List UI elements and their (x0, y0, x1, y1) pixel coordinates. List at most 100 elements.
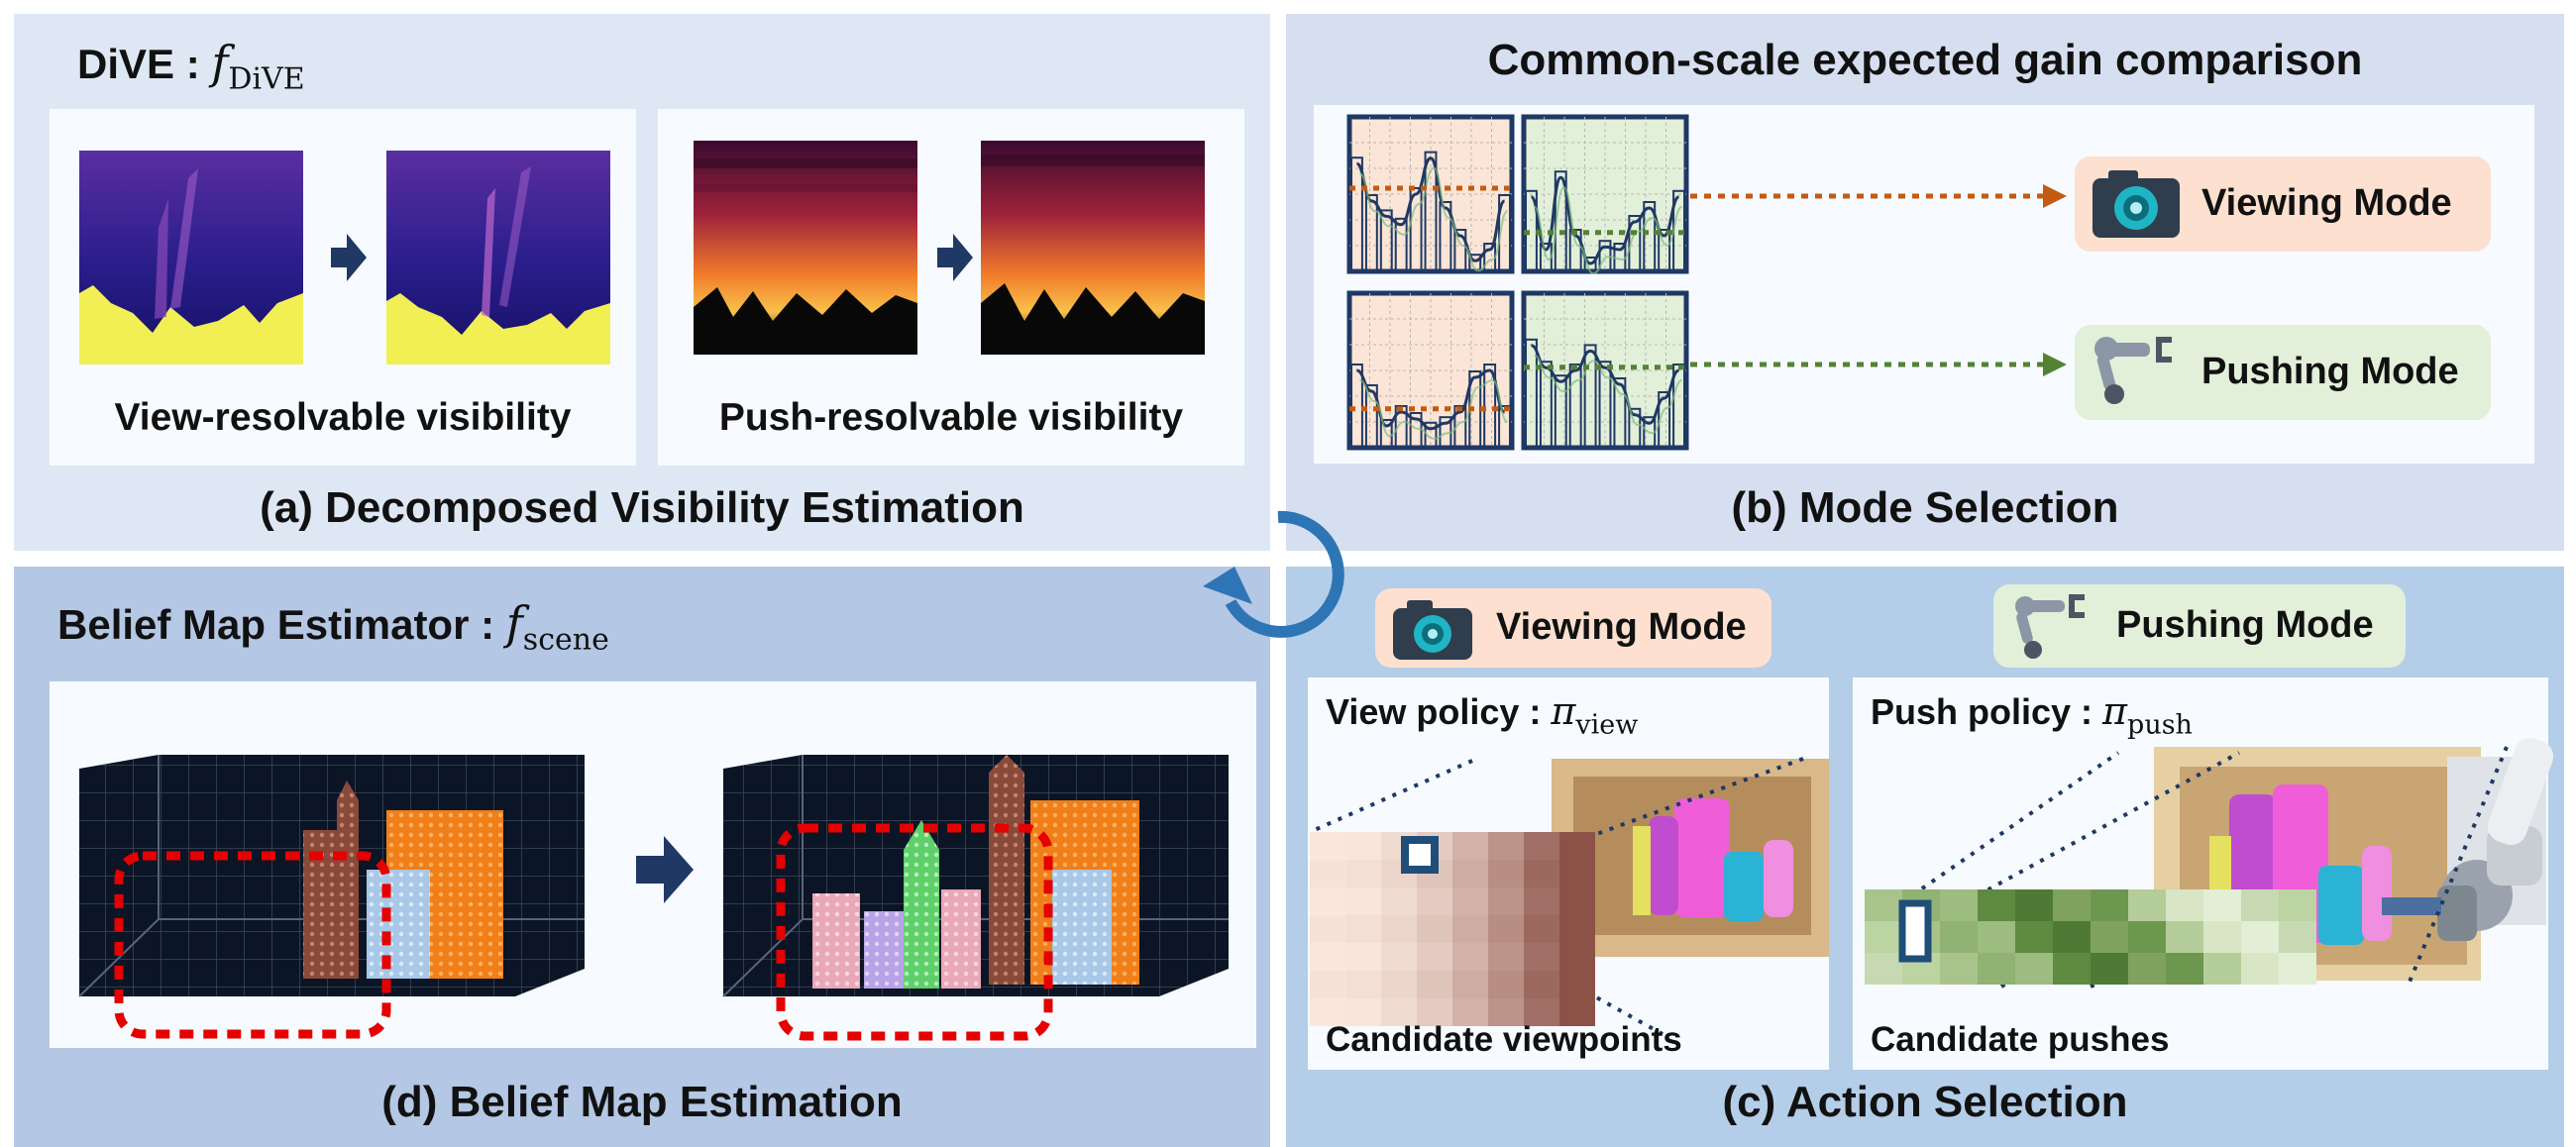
push-cell (2279, 921, 2316, 953)
view-resolvable-label: View-resolvable visibility (114, 396, 572, 439)
push-cell (2279, 889, 2316, 921)
viewpoint-cell (1381, 915, 1417, 943)
pushing-mode-pill: Pushing Mode (1993, 584, 2406, 668)
belief-scene-before (78, 755, 585, 1039)
gain-bar (1379, 209, 1393, 272)
push-cell (2015, 921, 2053, 953)
viewpoint-cell (1452, 832, 1488, 860)
viewpoint-cell (1345, 943, 1381, 971)
viewpoint-cell (1310, 943, 1345, 971)
push-policy-card: Push policy : πpush Candidate pushes (1853, 678, 2554, 1070)
push-cell (2015, 889, 2053, 921)
push-cell (1978, 889, 2015, 921)
viewpoint-cell (1381, 971, 1417, 998)
arrow-right-icon (937, 234, 973, 281)
viewpoint-cell (1559, 915, 1595, 943)
viewpoint-cell (1559, 860, 1595, 887)
viewpoint-cell (1524, 887, 1559, 915)
viewpoint-cell (1559, 971, 1595, 998)
gain-bar (1628, 215, 1642, 272)
viewpoint-cell (1559, 998, 1595, 1026)
viewpoint-cell (1488, 971, 1524, 998)
gain-chart-1 (1346, 114, 1515, 274)
viewpoint-cell (1381, 887, 1417, 915)
viewpoint-cell (1559, 832, 1595, 860)
viewpoint-cell (1452, 998, 1488, 1026)
caption-d: (d) Belief Map Estimation (381, 1078, 903, 1126)
push-cell (2166, 953, 2203, 985)
viewpoint-cell (1524, 998, 1559, 1026)
gain-bar (1439, 201, 1452, 272)
gain-bar (1568, 229, 1582, 272)
push-cell (2241, 953, 2279, 985)
viewpoint-cell (1345, 860, 1381, 887)
gain-bar (1498, 194, 1512, 272)
belief-map-card (50, 681, 1256, 1048)
push-candidate-grid (1865, 889, 2316, 985)
arrow-right-icon (331, 234, 367, 281)
view-heatmap-after (386, 151, 610, 365)
viewpoint-cell (1345, 887, 1381, 915)
viewpoint-cell (1381, 998, 1417, 1026)
dive-title: DiVE : fDiVE (77, 36, 305, 97)
gain-bar (1568, 364, 1582, 449)
pushing-mode-label: Pushing Mode (2201, 351, 2459, 392)
caption-b: (b) Mode Selection (1731, 483, 2119, 532)
push-cell (2241, 889, 2279, 921)
viewing-mode-pill: Viewing Mode (1375, 588, 1771, 668)
pushing-mode-badge: Pushing Mode (2075, 325, 2491, 420)
gain-comparison-card: Viewing Mode Pushing Mode (1314, 105, 2534, 464)
push-cell (2128, 953, 2166, 985)
gain-bar (1643, 201, 1657, 272)
push-cell (2279, 953, 2316, 985)
viewpoint-cell (1488, 915, 1524, 943)
panel-mode-selection: Common-scale expected gain comparison Vi… (1286, 14, 2564, 551)
gain-bar (1379, 419, 1393, 449)
push-cell (1978, 953, 2015, 985)
panel-decomposed-visibility: DiVE : fDiVE (14, 14, 1270, 551)
cycle-arrow-icon (1203, 510, 1344, 638)
caption-c: (c) Action Selection (1722, 1078, 2128, 1126)
push-policy-illustration (1865, 737, 2554, 989)
gain-bar (1453, 229, 1467, 272)
caption-a: (a) Decomposed Visibility Estimation (260, 483, 1024, 532)
selected-viewpoint-marker (1401, 836, 1439, 874)
panel-belief-map: Belief Map Estimator : fscene (14, 567, 1270, 1147)
viewpoint-cell (1345, 998, 1381, 1026)
gain-comparison-title: Common-scale expected gain comparison (1487, 36, 2363, 84)
viewpoint-cell (1524, 915, 1559, 943)
belief-map-scenes (78, 755, 1229, 1041)
gain-bar (1394, 405, 1408, 449)
selected-push-marker (1898, 899, 1932, 963)
push-cell (1865, 921, 1902, 953)
push-cell (2203, 889, 2241, 921)
viewpoint-cell (1310, 998, 1345, 1026)
push-policy-title: Push policy : πpush (1871, 689, 2193, 741)
viewpoint-cell (1559, 887, 1595, 915)
push-visibility-heatmaps (694, 141, 1205, 355)
gain-bar (1554, 374, 1567, 450)
viewpoint-cell (1524, 832, 1559, 860)
viewpoint-cell (1417, 971, 1452, 998)
push-heatmap-before (694, 141, 917, 355)
camera-icon (1393, 600, 1472, 660)
gain-bar (1409, 187, 1423, 272)
viewpoint-cell (1524, 971, 1559, 998)
candidate-viewpoints-label: Candidate viewpoints (1326, 1020, 1682, 1059)
view-policy-title: View policy : πview (1326, 689, 1639, 741)
gain-bar (1554, 170, 1567, 272)
push-cell (2128, 889, 2166, 921)
gain-bar (1350, 364, 1363, 449)
view-policy-illustration (1309, 757, 1829, 1036)
push-cell (2203, 921, 2241, 953)
viewpoint-cell (1488, 943, 1524, 971)
viewpoint-cell (1452, 860, 1488, 887)
viewpoint-cell (1310, 887, 1345, 915)
view-heatmap-before (79, 151, 303, 365)
viewpoint-cell (1310, 971, 1345, 998)
gain-bar (1394, 217, 1408, 273)
viewpoint-cell (1345, 971, 1381, 998)
viewpoint-cell (1524, 943, 1559, 971)
viewpoint-cell (1417, 998, 1452, 1026)
gain-bar (1350, 156, 1363, 273)
